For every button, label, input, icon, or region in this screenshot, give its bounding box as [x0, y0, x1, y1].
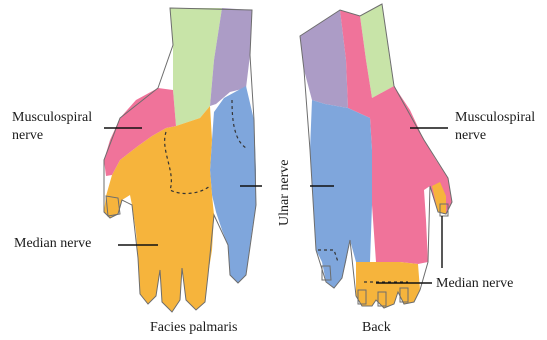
back-forearm-purple-region: [300, 10, 348, 108]
palmar-hand: [104, 8, 256, 312]
caption-palmar: Facies palmaris: [150, 320, 237, 335]
label-musculospiral-left-line2: nerve: [12, 128, 43, 143]
label-median-right: Median nerve: [436, 276, 513, 291]
label-ulnar: Ulnar nerve: [277, 160, 292, 226]
label-median-left: Median nerve: [14, 236, 91, 251]
label-musculospiral-right-line1: Musculospiral: [455, 110, 535, 125]
label-musculospiral-left-line1: Musculospiral: [12, 110, 92, 125]
back-hand: [300, 4, 452, 308]
caption-back: Back: [362, 320, 391, 335]
label-musculospiral-right-line2: nerve: [455, 128, 486, 143]
